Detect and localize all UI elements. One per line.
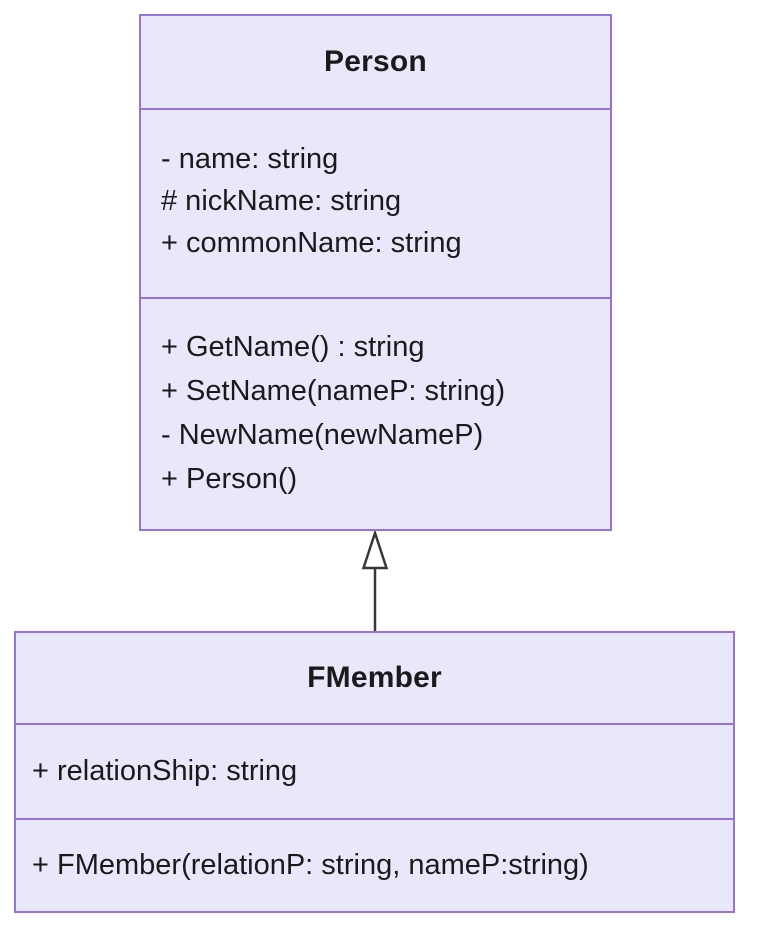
attribute-row: + commonName: string	[161, 226, 462, 259]
class-box-fmember[interactable]: FMember + relationShip: string + FMember…	[14, 631, 735, 913]
attribute-row: + relationShip: string	[32, 755, 298, 787]
hollow-triangle-icon	[361, 531, 389, 570]
class-title-fmember: FMember	[307, 661, 442, 694]
attributes-section-fmember: + relationShip: string	[16, 725, 733, 820]
attribute-row: # nickName: string	[161, 184, 402, 217]
method-row: + SetName(nameP: string)	[161, 374, 506, 407]
methods-section-fmember: + FMember(relationP: string, nameP:strin…	[16, 820, 733, 911]
method-row: - NewName(newNameP)	[161, 418, 484, 451]
class-title-person: Person	[324, 45, 427, 78]
class-box-person[interactable]: Person - name: string # nickName: string…	[139, 14, 612, 531]
method-row: + Person()	[161, 462, 298, 495]
attributes-section-person: - name: string # nickName: string + comm…	[141, 110, 610, 299]
attribute-row: - name: string	[161, 142, 339, 175]
inheritance-arrow[interactable]	[353, 531, 397, 631]
class-header-fmember: FMember	[16, 633, 733, 725]
class-header-person: Person	[141, 16, 610, 110]
method-row: + GetName() : string	[161, 330, 425, 363]
methods-section-person: + GetName() : string + SetName(nameP: st…	[141, 299, 610, 529]
method-row: + FMember(relationP: string, nameP:strin…	[32, 849, 589, 881]
